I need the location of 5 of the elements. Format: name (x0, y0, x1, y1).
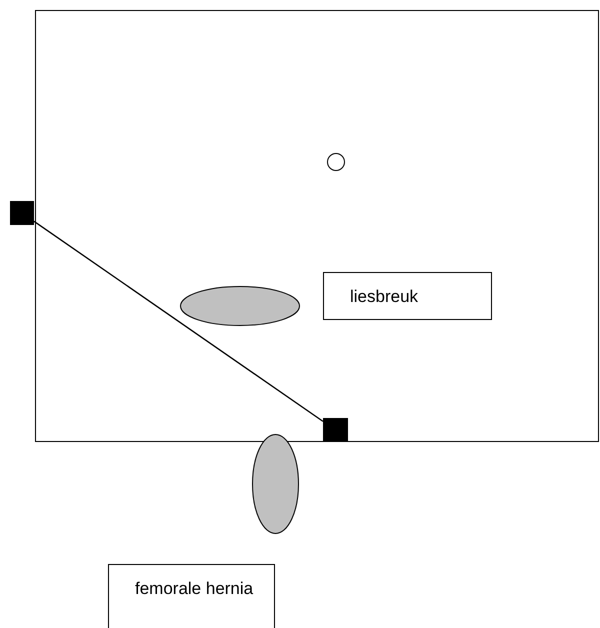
term-label: liesbreuk (350, 286, 420, 308)
term-label: femorale hernia (135, 578, 254, 600)
label-box (108, 564, 275, 628)
connector-line (34, 220, 324, 422)
label-box (323, 272, 492, 320)
